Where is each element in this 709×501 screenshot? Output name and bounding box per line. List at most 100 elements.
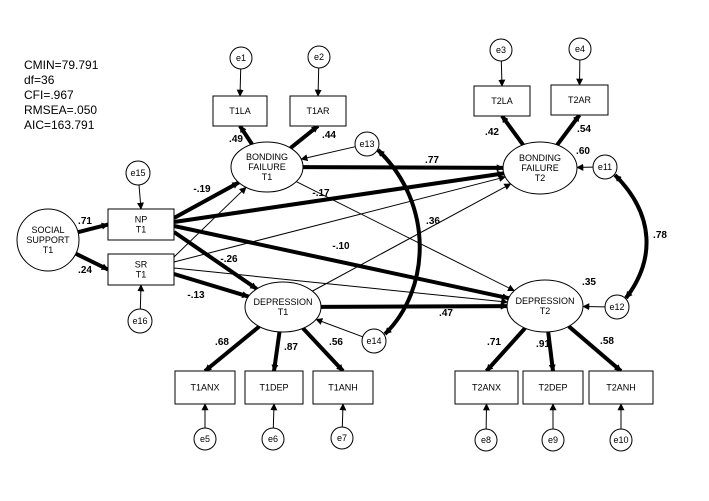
- observed-np-label: NP: [135, 215, 148, 225]
- coef-dep1-t1anx: .68: [215, 337, 229, 348]
- coef-r2-bf2: .60: [576, 146, 590, 157]
- coef-dep1-t1dep: .87: [284, 342, 298, 353]
- coef-bf2-t2ar: .54: [577, 124, 591, 135]
- path-social-np: [77, 222, 109, 235]
- path-sr-dep1: [173, 272, 250, 299]
- path-e14-dep1: [315, 318, 363, 338]
- path-sr-dep2: [173, 267, 509, 305]
- path-e3-t2la: [498, 60, 506, 87]
- observed-t2anx-shape: [454, 370, 519, 405]
- error-e11-shape: [592, 154, 618, 180]
- observed-sr-shape: [107, 253, 175, 286]
- latent-social-label: SUPPORT: [26, 235, 70, 245]
- error-e7-label: e7: [337, 433, 347, 443]
- error-e9-shape: [541, 428, 565, 452]
- observed-np-shape: [107, 208, 175, 241]
- path-dep2-t2anh: [567, 324, 623, 373]
- observed-t2la-shape: [473, 85, 531, 117]
- latent-social-shape: [16, 208, 80, 272]
- coef-dep2-t2dep: .91: [536, 339, 550, 350]
- coef-np-bf2: -.17: [312, 188, 330, 199]
- coef-r2-dep2: .35: [582, 277, 596, 288]
- observed-t1dep-shape: [244, 370, 304, 405]
- observed-t2anh-label: T2ANH: [606, 383, 636, 393]
- error-e5-label: e5: [200, 434, 210, 444]
- error-e8-shape: [474, 428, 498, 452]
- error-e2-shape: [307, 45, 331, 69]
- latent-dep2-label: DEPRESSION: [515, 296, 574, 306]
- path-dep1-t1anx: [203, 324, 261, 373]
- coef-dep2-t2anx: .71: [487, 337, 501, 348]
- latent-dep1-label: DEPRESSION: [253, 297, 312, 307]
- latent-dep2-label: T2: [540, 306, 551, 316]
- error-e16-label: e16: [132, 316, 147, 326]
- path-sr-bf2: [173, 175, 506, 263]
- error-e3-label: e3: [496, 45, 506, 55]
- path-e13-bf1: [300, 146, 356, 162]
- path-bf1-dep2: [295, 181, 515, 292]
- latent-bf1-label: FAILURE: [248, 162, 286, 172]
- error-e4-label: e4: [575, 44, 585, 54]
- error-e10-label: e10: [613, 435, 628, 445]
- observed-t2ar-shape: [550, 84, 609, 116]
- path-bf1-t1ar: [289, 124, 320, 150]
- latent-social-label: SOCIAL: [31, 225, 64, 235]
- latent-bf2-label: BONDING: [519, 153, 561, 163]
- error-e14-shape: [361, 328, 387, 354]
- observed-t1anx-label: T1ANX: [190, 383, 219, 393]
- latent-dep1-shape: [244, 281, 322, 333]
- path-bf2-t2la: [500, 114, 525, 147]
- error-e12-shape: [604, 294, 630, 320]
- fit-stat-cmin: CMIN=79.791: [24, 58, 99, 72]
- coef-np-bf1: -.19: [193, 184, 211, 195]
- observed-t2dep-label: T2DEP: [538, 383, 567, 393]
- error-e8-label: e8: [481, 435, 491, 445]
- fit-stat-rmsea: RMSEA=.050: [24, 103, 98, 117]
- error-e13-label: e13: [359, 139, 374, 149]
- observed-np-label: T1: [136, 225, 147, 235]
- error-e4-shape: [568, 37, 592, 61]
- observed-sr-label: SR: [135, 260, 148, 270]
- error-e15-label: e15: [130, 168, 145, 178]
- path-sr-bf1: [173, 186, 247, 258]
- observed-t1ar-label: T1AR: [306, 106, 330, 116]
- coef-bf1-t1la: .49: [229, 134, 243, 145]
- fit-stat-aic: AIC=163.791: [24, 118, 95, 132]
- error-e6-label: e6: [268, 434, 278, 444]
- coef-e11-e12: .78: [653, 230, 667, 241]
- observed-t2ar-label: T2AR: [568, 95, 592, 105]
- path-e16-sr: [137, 284, 145, 310]
- coef-bf2-t2la: .42: [485, 127, 499, 138]
- error-e12-label: e12: [609, 302, 624, 312]
- fit-stat-df: df=36: [24, 73, 55, 87]
- path-e2-t1ar: [314, 67, 322, 97]
- coef-sr-dep1: -.13: [187, 290, 205, 301]
- error-e13-shape: [354, 131, 380, 157]
- error-e16-shape: [127, 308, 153, 334]
- coef-e13-e14: .36: [426, 216, 440, 227]
- error-e15-shape: [125, 160, 151, 186]
- coef-bf1-t1ar: .44: [322, 130, 336, 141]
- latent-bf1-label: T1: [262, 172, 273, 182]
- coef-social-sr: .24: [78, 265, 92, 276]
- coef-dep1-t1anh: .56: [329, 337, 343, 348]
- coef-social-np: .71: [78, 216, 92, 227]
- covariance-e13-e14: [376, 148, 422, 336]
- error-e11-label: e11: [598, 162, 612, 172]
- path-np-dep1: [172, 230, 258, 291]
- latent-bf2-label: T2: [535, 173, 546, 183]
- error-e1-shape: [229, 46, 253, 70]
- error-e1-label: e1: [236, 53, 246, 63]
- latent-bf1-label: BONDING: [246, 152, 288, 162]
- error-e6-shape: [261, 427, 285, 451]
- fit-stat-cfi: CFI=.967: [24, 88, 74, 102]
- path-dep2-t2anx: [485, 326, 527, 373]
- path-e6-t1dep: [270, 403, 278, 429]
- observed-t1la-label: T1LA: [229, 106, 251, 116]
- path-dep1-t1dep: [271, 331, 282, 372]
- latent-bf2-shape: [502, 141, 578, 195]
- path-np-bf1: [173, 180, 240, 220]
- path-dep1-t1anh: [301, 326, 345, 373]
- observed-t1anx-shape: [174, 370, 236, 405]
- observed-sr-label: T1: [136, 270, 147, 280]
